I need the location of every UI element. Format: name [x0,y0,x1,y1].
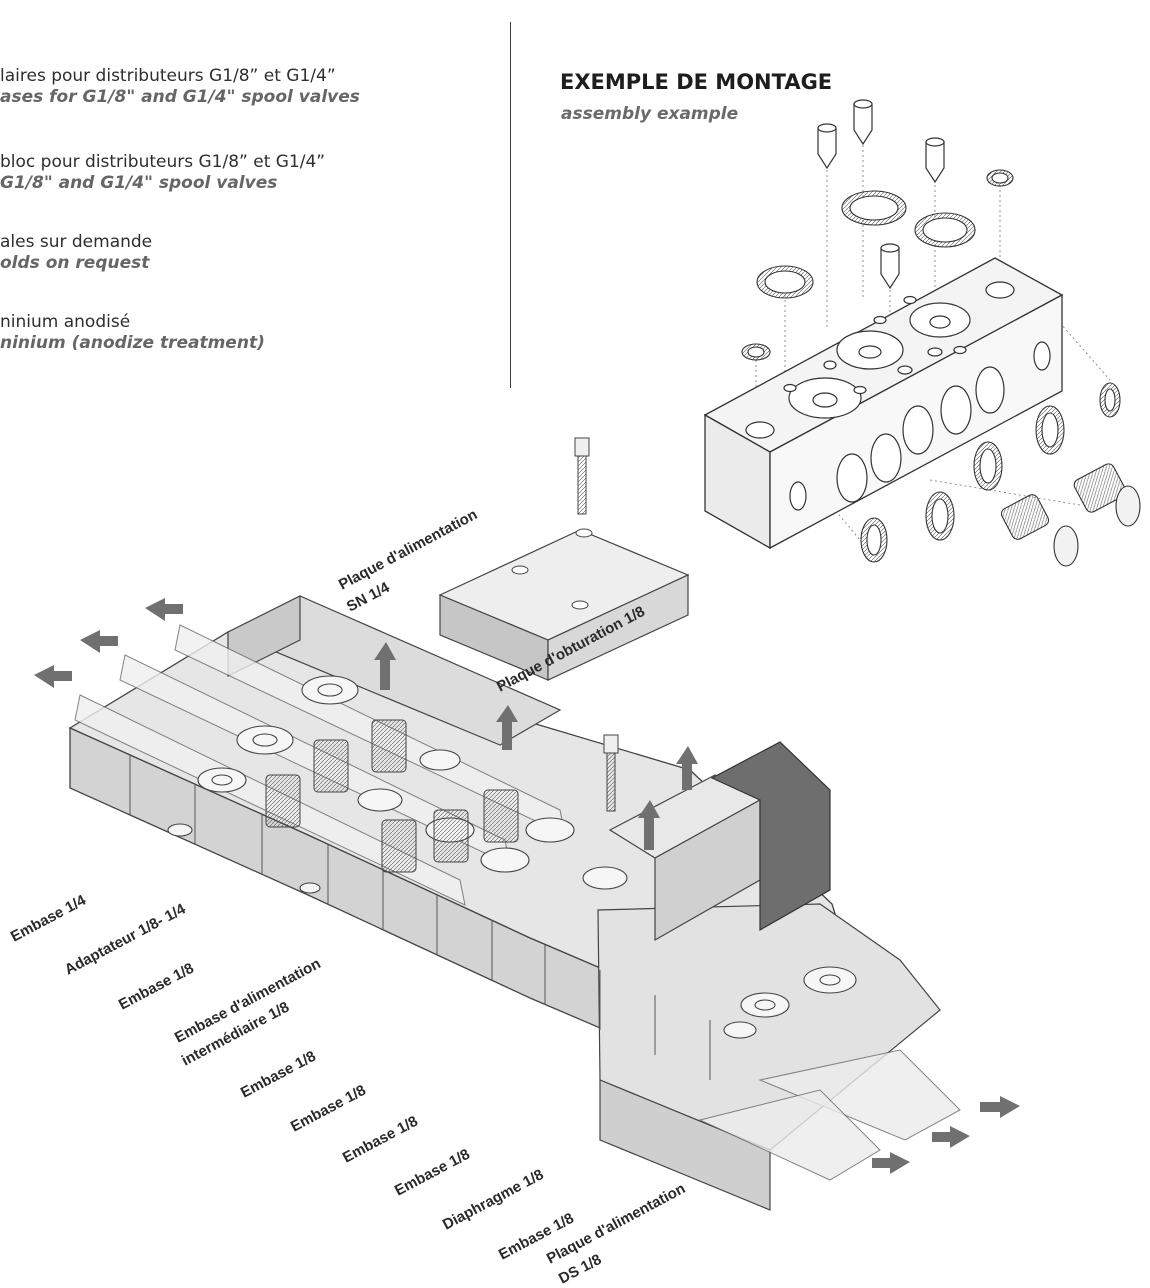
feature-item-4: ninium anodisé ninium (anodize treatment… [0,312,265,354]
feature-text-en: olds on request [0,253,150,273]
label-embase-1-4: Embase 1/4 [8,891,89,945]
column-divider [510,22,511,388]
label-embase-1-8-c: Embase 1/8 [288,1082,369,1136]
fittings [265,719,519,873]
top-holes [745,281,1015,439]
ports [167,675,857,1039]
feature-text-fr: ninium anodisé [0,312,131,332]
feature-text-en: G1/8" and G1/4" spool valves [0,173,278,193]
label-plaque-sn-line1: Plaque d'alimentation [336,506,480,594]
plugs [1000,463,1141,567]
flow-arrows [34,598,1020,1174]
label-embase-1-8-b: Embase 1/8 [238,1048,319,1102]
feature-item-1: laires pour distributeurs G1/8” et G1/4”… [0,66,360,108]
front-holes [789,341,1051,511]
label-adaptateur: Adaptateur 1/8- 1/4 [62,900,189,978]
label-diaphragme: Diaphragme 1/8 [440,1166,547,1233]
feature-text-fr: bloc pour distributeurs G1/8” et G1/4” [0,152,326,172]
label-embase-1-8-a: Embase 1/8 [116,960,197,1014]
assembly-title: EXEMPLE DE MONTAGE [560,70,833,94]
feature-text-fr: ales sur demande [0,232,153,252]
feature-text-en: ases for G1/8" and G1/4" spool valves [0,87,360,107]
feature-item-2: bloc pour distributeurs G1/8” et G1/4” G… [0,152,325,194]
small-screws [817,99,945,290]
solenoid-coil [710,741,831,932]
feature-text-en: ninium (anodize treatment) [0,333,265,353]
label-embase-1-8-e: Embase 1/8 [392,1146,473,1200]
feature-item-3: ales sur demande olds on request [0,232,152,274]
label-embase-1-8-d: Embase 1/8 [340,1113,421,1167]
bolts [574,437,619,812]
feature-text-fr: laires pour distributeurs G1/8” et G1/4” [0,66,336,86]
main-manifold [34,437,1020,1211]
exploded-assembly [703,99,1141,567]
o-rings [741,169,1121,563]
assembly-subtitle: assembly example [561,104,739,124]
segment-lines [129,755,711,1080]
